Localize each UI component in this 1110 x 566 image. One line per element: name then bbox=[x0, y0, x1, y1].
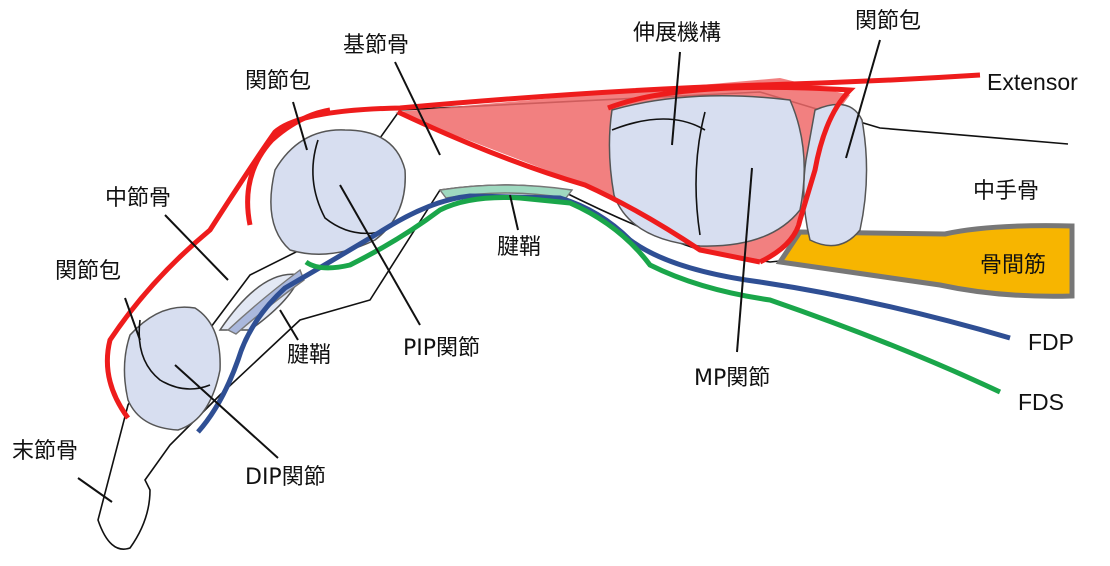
label-distal-phalanx: 末節骨 bbox=[12, 439, 78, 464]
leader-middle-phalanx bbox=[165, 215, 228, 280]
label-dip-capsule: 関節包 bbox=[55, 259, 121, 284]
proximal-phalanx-base bbox=[609, 96, 804, 246]
leader-distal-phalanx bbox=[78, 478, 112, 502]
label-sheath-top: 腱鞘 bbox=[497, 235, 541, 260]
label-pip-joint: PIP関節 bbox=[403, 336, 480, 361]
label-mp-capsule: 関節包 bbox=[855, 9, 921, 34]
label-interosseous: 骨間筋 bbox=[980, 253, 1046, 278]
label-fdp: FDP bbox=[1028, 329, 1074, 355]
label-extensor: Extensor bbox=[987, 69, 1078, 95]
label-proximal-phalanx: 基節骨 bbox=[343, 33, 409, 58]
pip-joint-bone bbox=[271, 130, 405, 254]
label-fds: FDS bbox=[1018, 389, 1064, 415]
label-metacarpal: 中手骨 bbox=[973, 179, 1039, 204]
label-pip-capsule: 関節包 bbox=[245, 69, 311, 94]
label-sheath-bottom: 腱鞘 bbox=[287, 343, 331, 368]
label-dip-joint: DIP関節 bbox=[245, 465, 326, 490]
label-extensor-mechanism: 伸展機構 bbox=[633, 21, 721, 46]
tendon-sheath-bottom bbox=[228, 270, 304, 334]
label-mp-joint: MP関節 bbox=[694, 366, 770, 391]
label-middle-phalanx: 中節骨 bbox=[105, 186, 171, 211]
